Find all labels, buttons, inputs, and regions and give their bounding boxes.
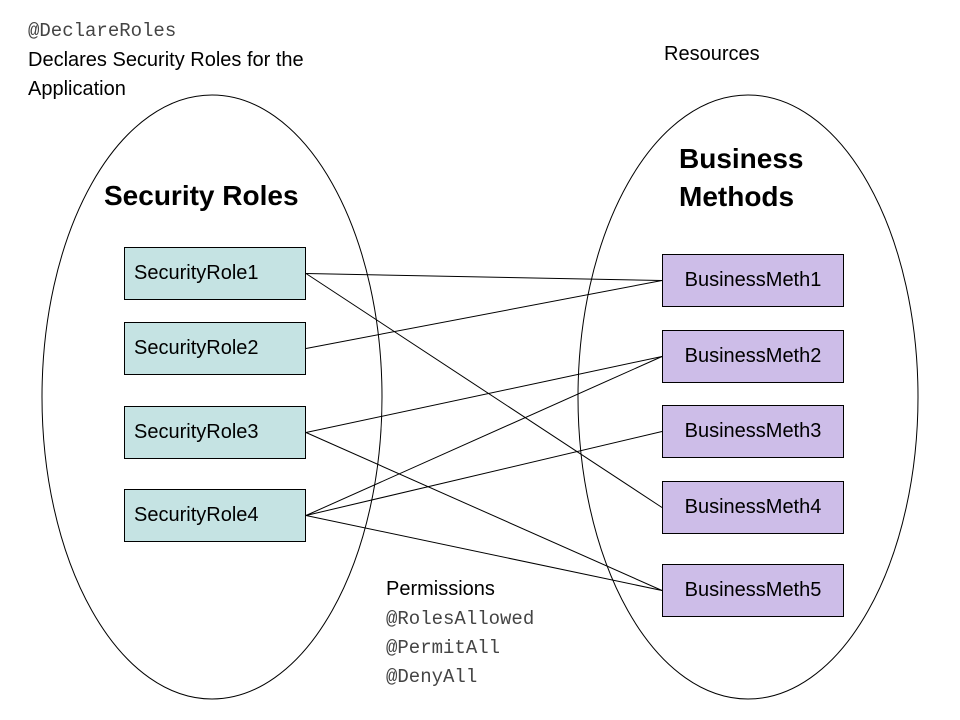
declare-roles-description-line2: Application	[28, 78, 126, 100]
connection-role1-method4	[305, 273, 663, 508]
connection-role4-method3	[305, 431, 663, 516]
permit-all-annotation: @PermitAll	[386, 637, 501, 659]
security-role-box-3: SecurityRole3	[124, 406, 306, 459]
connection-role2-method1	[305, 280, 663, 349]
business-method-box-4: BusinessMeth4	[662, 481, 844, 534]
declare-roles-annotation: @DeclareRoles	[28, 20, 177, 42]
deny-all-annotation: @DenyAll	[386, 666, 478, 688]
permissions-label: Permissions	[386, 578, 495, 600]
business-methods-ellipse	[577, 94, 919, 700]
security-role-label: SecurityRole2	[134, 337, 259, 359]
resources-label: Resources	[664, 43, 760, 65]
security-role-label: SecurityRole4	[134, 504, 259, 526]
business-method-label: BusinessMeth1	[684, 269, 822, 291]
connection-role4-method5	[305, 515, 663, 591]
business-method-box-3: BusinessMeth3	[662, 405, 844, 458]
security-roles-ellipse	[41, 94, 383, 700]
business-method-box-1: BusinessMeth1	[662, 254, 844, 307]
security-roles-title: Security Roles	[104, 180, 299, 211]
roles-allowed-annotation: @RolesAllowed	[386, 608, 535, 630]
business-method-label: BusinessMeth2	[684, 345, 822, 367]
business-method-label: BusinessMeth4	[684, 496, 822, 518]
business-method-box-5: BusinessMeth5	[662, 564, 844, 617]
connection-role3-method2	[305, 356, 663, 433]
security-role-label: SecurityRole1	[134, 262, 259, 284]
security-role-box-4: SecurityRole4	[124, 489, 306, 542]
security-role-box-2: SecurityRole2	[124, 322, 306, 375]
declare-roles-description-line1: Declares Security Roles for the	[28, 49, 304, 71]
business-method-box-2: BusinessMeth2	[662, 330, 844, 383]
business-method-label: BusinessMeth3	[684, 420, 822, 442]
business-method-label: BusinessMeth5	[684, 579, 822, 601]
connection-role4-method2	[305, 356, 663, 516]
security-role-box-1: SecurityRole1	[124, 247, 306, 300]
business-methods-title-line1: Business	[679, 143, 804, 174]
connection-role3-method5	[305, 432, 663, 591]
business-methods-title-line2: Methods	[679, 181, 795, 212]
security-role-label: SecurityRole3	[134, 421, 259, 443]
connection-lines	[305, 273, 663, 591]
connection-role1-method1	[305, 273, 663, 281]
